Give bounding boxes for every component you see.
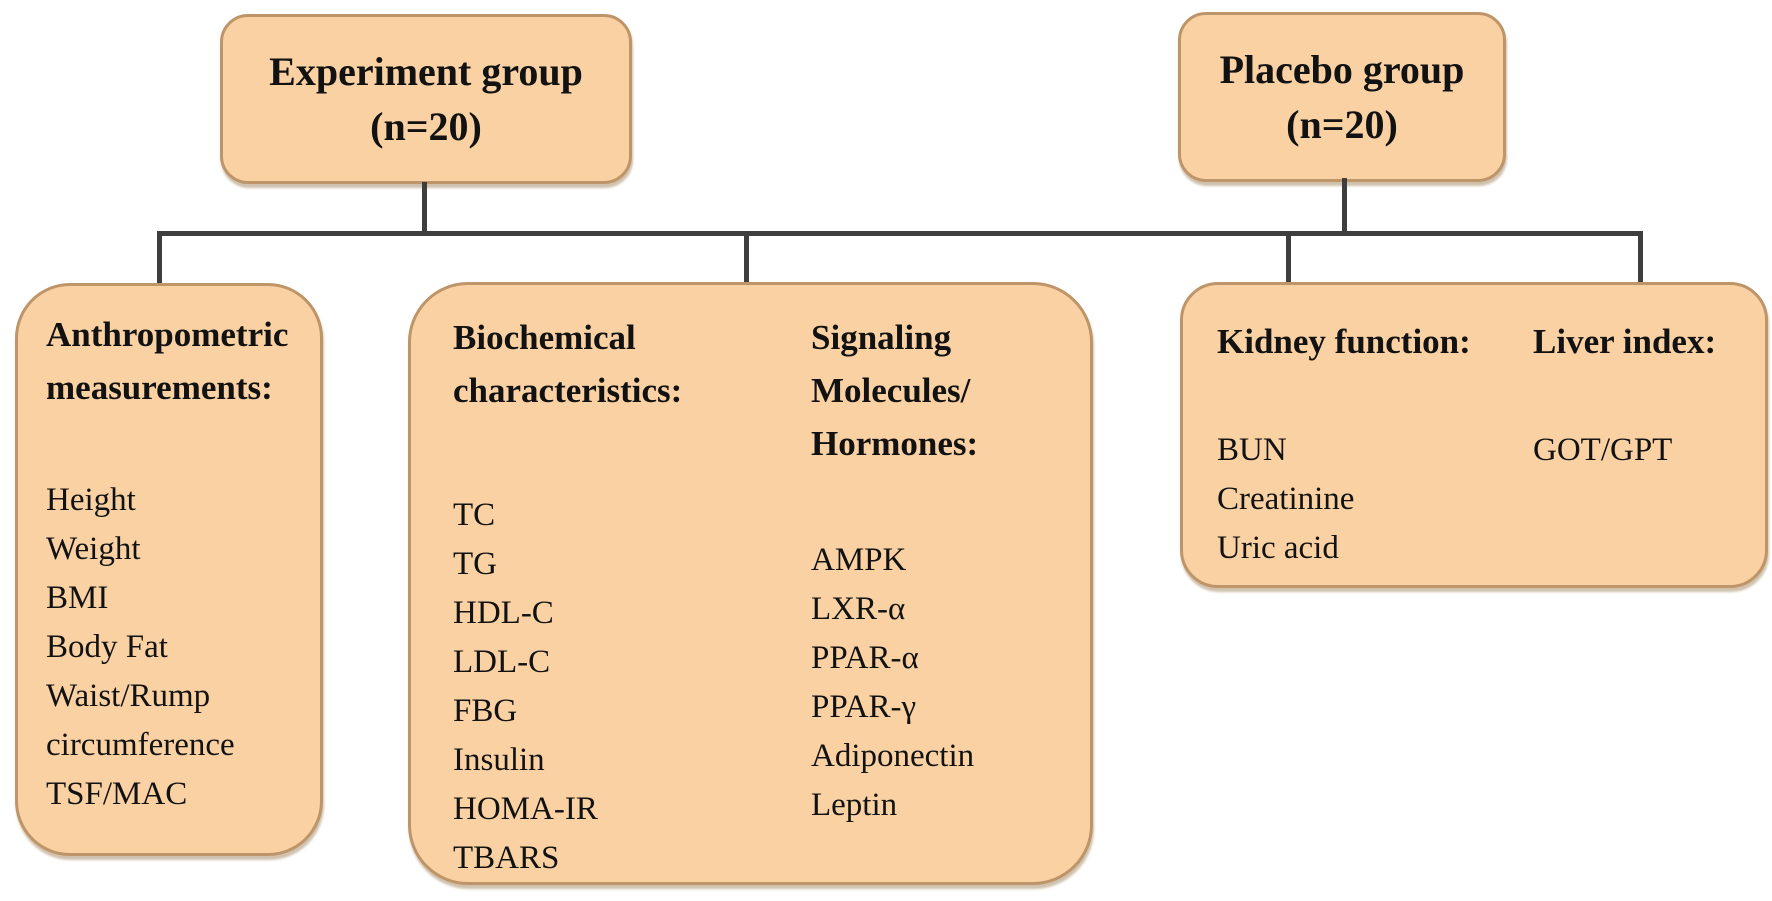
list-item: FBG [453, 693, 518, 729]
list-item: TSF/MAC [46, 776, 188, 812]
liver-heading: Liver index: [1533, 322, 1717, 361]
connector-biochemical-drop [744, 231, 749, 285]
connector-anthropometric-drop [157, 231, 162, 286]
liver-column: Liver index: GOT/GPT [1533, 315, 1749, 585]
heading-line: characteristics: [453, 371, 683, 410]
list-item: Leptin [811, 787, 898, 823]
list-item: TBARS [453, 840, 560, 876]
list-item: LXR-α [811, 591, 906, 627]
list-item: Uric acid [1217, 530, 1339, 566]
list-item: Body Fat [46, 629, 168, 665]
list-item: PPAR-α [811, 640, 919, 676]
list-item: Weight [46, 531, 141, 567]
list-item: HDL-C [453, 595, 554, 631]
placebo-group-node: Placebo group (n=20) [1178, 12, 1506, 182]
list-item: BMI [46, 580, 109, 616]
biochemical-heading: Biochemical characteristics: [453, 311, 811, 417]
heading-line: Molecules/ [811, 371, 971, 410]
anthropometric-heading: Anthropometric measurements: [46, 308, 294, 414]
list-item: HOMA-IR [453, 791, 598, 827]
heading-line: Signaling [811, 318, 952, 357]
list-item: Creatinine [1217, 481, 1355, 517]
connector-liver-drop [1638, 231, 1643, 285]
heading-line: Anthropometric [46, 315, 289, 354]
connector-experiment-drop [422, 182, 427, 234]
placebo-group-title: Placebo group [1219, 47, 1465, 92]
heading-line: measurements: [46, 368, 273, 407]
biochemical-column: Biochemical characteristics: TC TG HDL-C LDL… [453, 311, 811, 882]
connector-kidney-drop [1286, 231, 1291, 285]
connector-placebo-drop [1342, 178, 1347, 234]
placebo-group-count: (n=20) [1286, 102, 1398, 147]
list-item: Insulin [453, 742, 545, 778]
experiment-group-title: Experiment group [269, 49, 583, 94]
liver-items: GOT/GPT [1533, 426, 1749, 475]
list-item: Waist/Rump circumference [46, 678, 235, 763]
list-item: BUN [1217, 432, 1287, 468]
list-item: TC [453, 497, 496, 533]
list-item: AMPK [811, 542, 907, 578]
experiment-group-count: (n=20) [370, 104, 482, 149]
connector-horizontal-bus [157, 231, 1643, 236]
list-item: Adiponectin [811, 738, 975, 774]
experiment-group-node: Experiment group (n=20) [220, 14, 632, 184]
list-item: TG [453, 546, 497, 582]
heading-line: Biochemical [453, 318, 636, 357]
biochemical-panel: Biochemical characteristics: TC TG HDL-C LDL… [408, 282, 1093, 885]
list-item: LDL-C [453, 644, 551, 680]
kidney-heading: Kidney function: [1217, 322, 1471, 361]
list-item: PPAR-γ [811, 689, 917, 725]
list-item: GOT/GPT [1533, 432, 1673, 468]
heading-line: Hormones: [811, 424, 979, 463]
list-item: Height [46, 482, 136, 518]
